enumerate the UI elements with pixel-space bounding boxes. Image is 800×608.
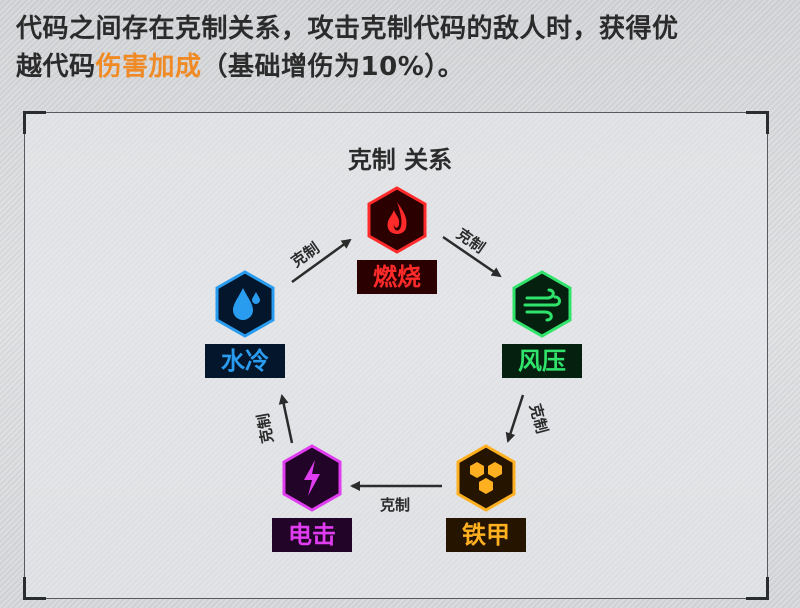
relation-label: 克制: [380, 496, 411, 514]
frame-corner: [23, 111, 46, 134]
node-label-armor: 铁甲: [446, 518, 526, 552]
honeycomb-icon: [456, 444, 516, 512]
lightning-icon: [282, 444, 342, 512]
wind-icon: [512, 270, 572, 338]
frame-corner: [746, 577, 769, 600]
frame-corner: [23, 577, 46, 600]
diagram-title: 克制 关系: [347, 146, 453, 174]
node-wind: 风压: [492, 270, 592, 378]
water-drop-icon: [215, 270, 275, 338]
intro-line-1: 代码之间存在克制关系，攻击克制代码的敌人时，获得优: [16, 14, 679, 44]
frame-corner: [746, 111, 769, 134]
node-label-cold: 水冷: [205, 344, 285, 378]
node-cold: 水冷: [195, 270, 295, 378]
node-label-burn: 燃烧: [357, 260, 437, 294]
damage-bonus-highlight: 伤害加成: [95, 52, 202, 82]
intro-line-2-suffix: （基础增伤为10%）。: [201, 52, 465, 82]
flame-icon: [367, 186, 427, 254]
node-label-wind: 风压: [502, 344, 582, 378]
intro-text: 代码之间存在克制关系，攻击克制代码的敌人时，获得优 越代码伤害加成（基础增伤为1…: [16, 10, 786, 86]
node-burn: 燃烧: [347, 186, 447, 294]
node-shock: 电击: [262, 444, 362, 552]
node-armor: 铁甲: [436, 444, 536, 552]
intro-line-2-prefix: 越代码: [16, 52, 96, 82]
node-label-shock: 电击: [272, 518, 352, 552]
intro-line-2: 越代码伤害加成（基础增伤为10%）。: [16, 48, 786, 86]
